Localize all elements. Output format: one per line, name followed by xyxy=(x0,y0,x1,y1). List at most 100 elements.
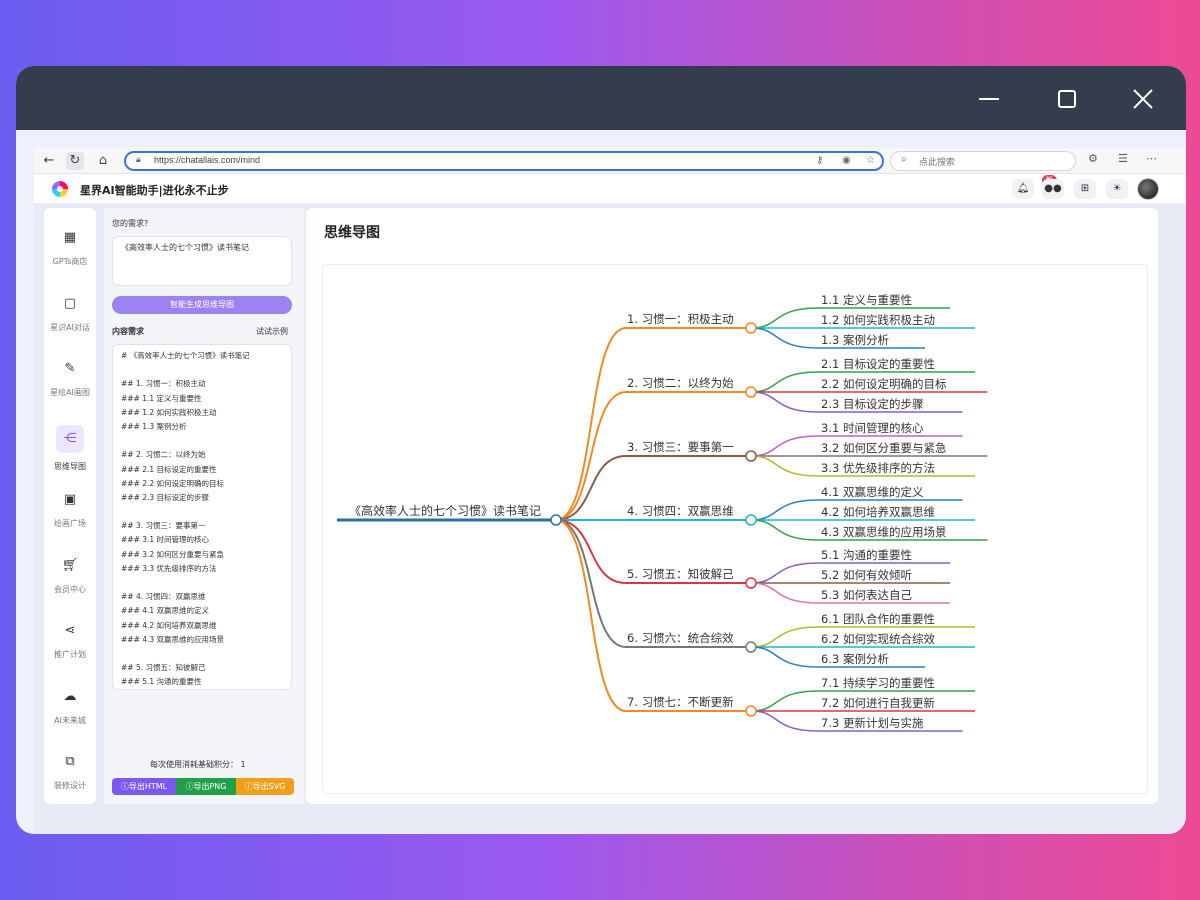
leaf-node-label[interactable]: 1.1 定义与重要性 xyxy=(821,293,912,307)
design-icon: ⧉ xyxy=(65,754,75,769)
leaf-node-label[interactable]: 5.1 沟通的重要性 xyxy=(821,548,912,562)
sidebar-item-7[interactable]: ☁AI未来城 xyxy=(44,681,96,737)
leaf-node-label[interactable]: 7.3 更新计划与实施 xyxy=(821,716,924,730)
key-icon[interactable]: ⚷ xyxy=(816,155,824,166)
maximize-icon[interactable] xyxy=(1052,84,1082,114)
root-toggle-circle[interactable] xyxy=(550,514,562,526)
branch-node-label[interactable]: 3. 习惯三：要事第一 xyxy=(627,440,734,454)
more-menu-icon[interactable]: ⋯ xyxy=(1146,152,1157,165)
branch-node-label[interactable]: 6. 习惯六：统合综效 xyxy=(627,631,734,645)
sidebar-item-4[interactable]: ▣绘画广场 xyxy=(44,484,96,540)
markdown-editor[interactable]: # 《高效率人士的七个习惯》读书笔记 ## 1. 习惯一：积极主动### 1.1… xyxy=(112,344,292,690)
leaf-node-label[interactable]: 4.2 如何培养双赢思维 xyxy=(821,505,935,519)
notification-bell-icon[interactable]: 🔔︎ xyxy=(1012,179,1034,199)
leaf-connector xyxy=(750,519,988,541)
app-header: 星界AI智能助手|进化永不止步 🔔︎ 新 ●● ⊞ ☀ xyxy=(34,174,1186,204)
sidebar-item-5[interactable]: 🛒︎会员中心 xyxy=(44,550,96,606)
branch-connector xyxy=(555,519,751,584)
leaf-connector xyxy=(750,690,975,712)
home-icon[interactable]: ⌂ xyxy=(98,153,108,168)
chat-icon: ▢ xyxy=(63,295,77,311)
leaf-node-label[interactable]: 2.1 目标设定的重要性 xyxy=(821,357,935,371)
export-svg-button[interactable]: ⓘ导出SVG xyxy=(236,778,294,795)
branch-node-label[interactable]: 1. 习惯一：积极主动 xyxy=(627,312,734,326)
leaf-node-label[interactable]: 4.3 双赢思维的应用场景 xyxy=(821,525,946,539)
leaf-node-label[interactable]: 5.3 如何表达自己 xyxy=(821,588,912,602)
address-bar[interactable]: 🔒︎ https://chatallais.com/mind ⚷ ◉ ☆ xyxy=(124,151,884,171)
leaf-node-label[interactable]: 4.1 双赢思维的定义 xyxy=(821,485,924,499)
branch-toggle-circle[interactable] xyxy=(745,641,757,653)
markdown-line xyxy=(121,363,291,377)
leaf-node-label[interactable]: 3.2 如何区分重要与紧急 xyxy=(821,441,946,455)
sidebar-item-8[interactable]: ⧉ 装修设计 xyxy=(44,746,96,802)
wechat-icon[interactable]: ●● xyxy=(1042,179,1064,199)
theme-sun-icon[interactable]: ☀ xyxy=(1106,179,1128,199)
extensions-icon[interactable]: ⚙ xyxy=(1088,152,1098,165)
branch-node-label[interactable]: 2. 习惯二：以终为始 xyxy=(627,376,734,390)
leaf-connector xyxy=(750,499,963,521)
try-example-link[interactable]: 试试示例 xyxy=(256,327,288,336)
sidebar: ▦GPTs商店 ▢星识AI对话 ✎星绘AI画图 ⋲ 思维导图 ▣绘画广场 🛒︎会员中心 ⋖推广… xyxy=(44,208,96,804)
sidebar-item-1[interactable]: ▢星识AI对话 xyxy=(44,288,96,344)
leaf-connector xyxy=(750,455,975,477)
mindmap-icon: ⋲ xyxy=(56,424,84,453)
branch-toggle-circle[interactable] xyxy=(745,705,757,717)
browser-viewport: ← ↻ ⌂ 🔒︎ https://chatallais.com/mind ⚷ ◉… xyxy=(34,148,1186,834)
leaf-node-label[interactable]: 7.2 如何进行自我更新 xyxy=(821,696,935,710)
branch-node-label[interactable]: 5. 习惯五：知彼解己 xyxy=(627,567,734,581)
sidebar-item-3[interactable]: ⋲ 思维导图 xyxy=(44,419,96,475)
export-png-button[interactable]: ⓘ导出PNG xyxy=(176,778,236,795)
leaf-node-label[interactable]: 3.1 时间管理的核心 xyxy=(821,421,924,435)
content-label: 内容需求 xyxy=(112,327,144,336)
leaf-connector xyxy=(750,327,925,349)
reload-icon[interactable]: ↻ xyxy=(66,152,84,170)
leaf-node-label[interactable]: 6.1 团队合作的重要性 xyxy=(821,612,935,626)
leaf-node-label[interactable]: 1.2 如何实践积极主动 xyxy=(821,313,935,327)
gift-icon[interactable]: ⊞ xyxy=(1074,179,1096,199)
leaf-node-label[interactable]: 5.2 如何有效倾听 xyxy=(821,568,912,582)
leaf-node-label[interactable]: 6.3 案例分析 xyxy=(821,652,889,666)
leaf-node-label[interactable]: 1.3 案例分析 xyxy=(821,333,889,347)
collections-icon[interactable]: ☰ xyxy=(1118,152,1128,165)
branch-toggle-circle[interactable] xyxy=(745,577,757,589)
branch-toggle-circle[interactable] xyxy=(745,322,757,334)
need-input[interactable]: 《高效率人士的七个习惯》读书笔记 xyxy=(112,236,292,286)
sidebar-item-2[interactable]: ✎星绘AI画图 xyxy=(44,353,96,409)
leaf-connector xyxy=(750,562,950,584)
sidebar-item-label: 思维导图 xyxy=(54,461,86,471)
export-html-button[interactable]: ⓘ导出HTML xyxy=(112,778,176,795)
sidebar-item-label: GPTs商店 xyxy=(52,257,88,266)
sidebar-item-0[interactable]: ▦GPTs商店 xyxy=(44,222,96,278)
branch-toggle-circle[interactable] xyxy=(745,450,757,462)
branch-toggle-circle[interactable] xyxy=(745,514,757,526)
markdown-line xyxy=(121,434,291,448)
generate-mindmap-button[interactable]: 智能生成思维导图 xyxy=(112,296,292,314)
sidebar-item-6[interactable]: ⋖推广计划 xyxy=(44,615,96,671)
markdown-line: ### 1.1 定义与重要性 xyxy=(121,393,202,403)
leaf-node-label[interactable]: 2.2 如何设定明确的目标 xyxy=(821,377,946,391)
leaf-node-label[interactable]: 6.2 如何实现统合综效 xyxy=(821,632,935,646)
leaf-node-label[interactable]: 3.3 优先级排序的方法 xyxy=(821,461,935,475)
sidebar-item-label: 装修设计 xyxy=(54,781,86,790)
minimize-icon[interactable] xyxy=(974,84,1004,114)
close-icon[interactable] xyxy=(1128,84,1158,114)
sidebar-item-label: 绘画广场 xyxy=(54,519,86,528)
branch-node-label[interactable]: 7. 习惯七：不断更新 xyxy=(627,695,734,709)
back-icon[interactable]: ← xyxy=(43,153,55,168)
sidebar-item-label: 星绘AI画图 xyxy=(50,388,90,397)
markdown-line: ## 2. 习惯二：以终为始 xyxy=(121,450,206,460)
leaf-node-label[interactable]: 7.1 持续学习的重要性 xyxy=(821,676,935,690)
lock-icon: 🔒︎ xyxy=(136,155,141,165)
branch-toggle-circle[interactable] xyxy=(745,386,757,398)
browser-search-input[interactable]: ⌕ 点此搜索 xyxy=(890,151,1076,171)
app-title: 星界AI智能助手|进化永不止步 xyxy=(80,184,229,197)
favorite-star-icon[interactable]: ☆ xyxy=(866,155,875,166)
markdown-line xyxy=(121,505,291,519)
branch-node-label[interactable]: 4. 习惯四：双赢思维 xyxy=(627,504,734,518)
url-text: https://chatallais.com/mind xyxy=(154,155,261,165)
leaf-node-label[interactable]: 2.3 目标设定的步骤 xyxy=(821,397,923,411)
markdown-line: ### 2.3 目标设定的步骤 xyxy=(121,492,210,502)
translate-icon[interactable]: ◉ xyxy=(842,155,851,166)
avatar[interactable] xyxy=(1137,178,1159,200)
